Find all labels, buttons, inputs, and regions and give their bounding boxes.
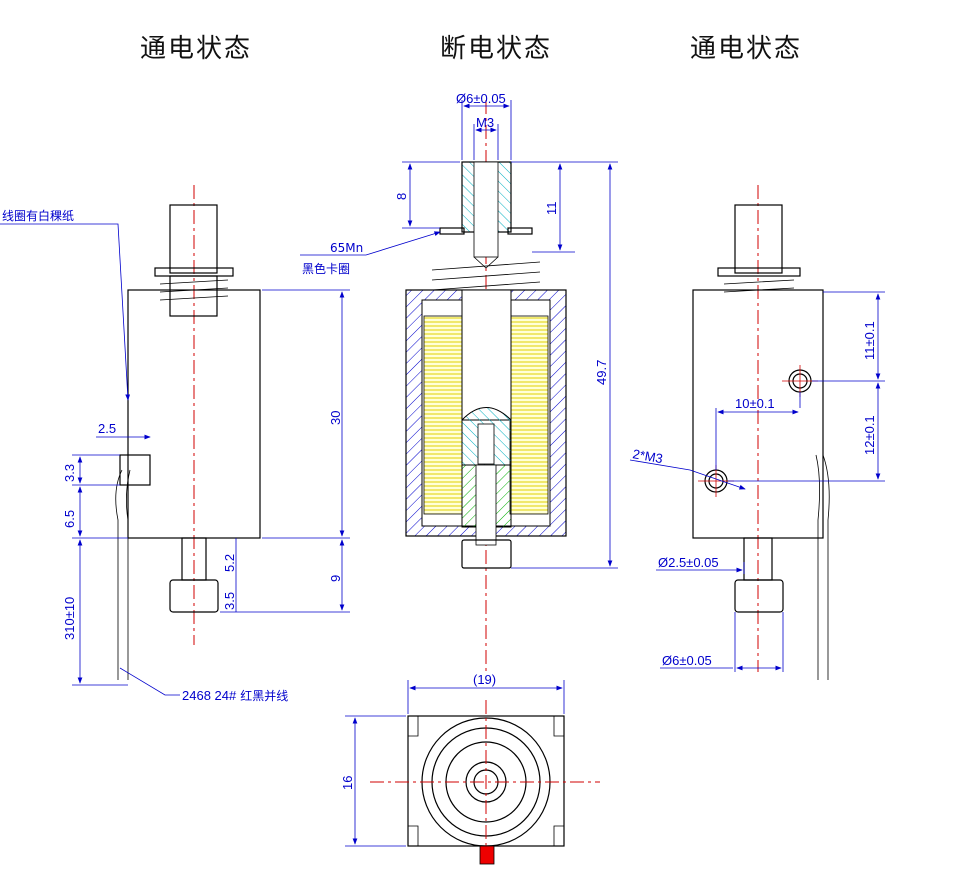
dim-2-5: 2.5	[98, 421, 116, 436]
clip-label: 黑色卡圈	[302, 262, 350, 276]
dim-5-2: 5.2	[222, 554, 237, 572]
dim-6-5: 6.5	[62, 510, 77, 528]
dim-11-0-1: 11±0.1	[862, 321, 877, 360]
dim-310: 310±10	[62, 597, 77, 640]
dim-11: 11	[544, 202, 559, 216]
dim-holes-2m3: 2*M3	[631, 446, 664, 466]
middle-view	[300, 100, 618, 672]
dim-height-16: 16	[340, 776, 355, 790]
dim-6-0-05: Ø6±0.05	[662, 653, 712, 668]
dim-shaft-diameter: Ø6±0.05	[456, 91, 506, 106]
bottom-view	[345, 680, 600, 865]
dim-8: 8	[394, 193, 409, 200]
dim-10-0-1: 10±0.1	[735, 396, 775, 411]
dim-49-7: 49.7	[594, 360, 609, 385]
dim-30: 30	[328, 411, 343, 425]
dim-3-5: 3.5	[222, 592, 237, 610]
clip-material: 65Mn	[330, 241, 363, 255]
dim-thread-m3: M3	[476, 115, 494, 130]
title-energized-right: 通电状态	[690, 34, 803, 64]
title-energized-left: 通电状态	[140, 34, 253, 64]
dim-12-0-1: 12±0.1	[862, 415, 877, 455]
left-view	[0, 185, 350, 696]
coil-note: 线圈有白稞纸	[2, 208, 74, 223]
wire-spec: 2468 24#红黑并线	[182, 688, 288, 703]
title-deenergized: 断电状态	[440, 34, 553, 64]
dim-9: 9	[328, 575, 343, 582]
dim-2-5-0-05: Ø2.5±0.05	[658, 555, 719, 570]
right-view	[629, 185, 885, 680]
dim-width-19: (19)	[473, 672, 496, 687]
dim-3-3: 3.3	[62, 464, 77, 482]
